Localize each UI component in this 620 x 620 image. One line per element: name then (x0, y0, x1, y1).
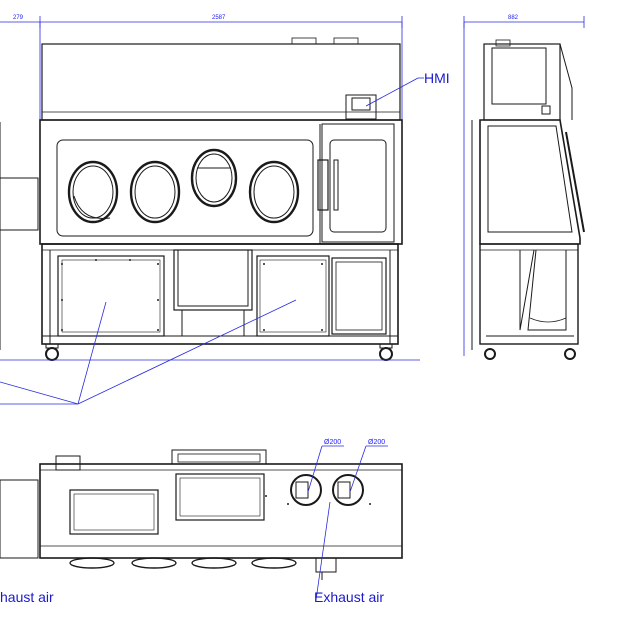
main-cabinet (39, 119, 403, 245)
exhaust-air-left: haust air (0, 589, 54, 605)
port-diameter-callouts: Ø200 Ø200 (307, 439, 388, 493)
hmi-label: HMI (424, 70, 450, 86)
front-view: 279 2587 (0, 15, 420, 361)
fastener-dots (61, 259, 371, 505)
leader-lines (0, 299, 297, 405)
dim-left-width: 279 (13, 15, 24, 21)
port-diameter-2: Ø200 (368, 439, 385, 446)
dim-side-width: 882 (508, 15, 519, 21)
top-view (0, 449, 403, 580)
exhaust-air-right: Exhaust air (314, 589, 384, 605)
dimension-top: 279 2587 (0, 15, 403, 125)
casters-front (45, 343, 393, 361)
dim-front-width: 2587 (212, 15, 226, 21)
hmi-callout: HMI (365, 70, 450, 107)
lower-frame (41, 243, 399, 345)
side-view: 882 (463, 15, 585, 360)
glove-ports-front (67, 148, 300, 224)
glove-ports-top (69, 557, 297, 569)
hmi-panel (345, 94, 377, 120)
exhaust-callouts: Exhaust air haust air (0, 501, 384, 605)
port-diameter-1: Ø200 (324, 439, 341, 446)
